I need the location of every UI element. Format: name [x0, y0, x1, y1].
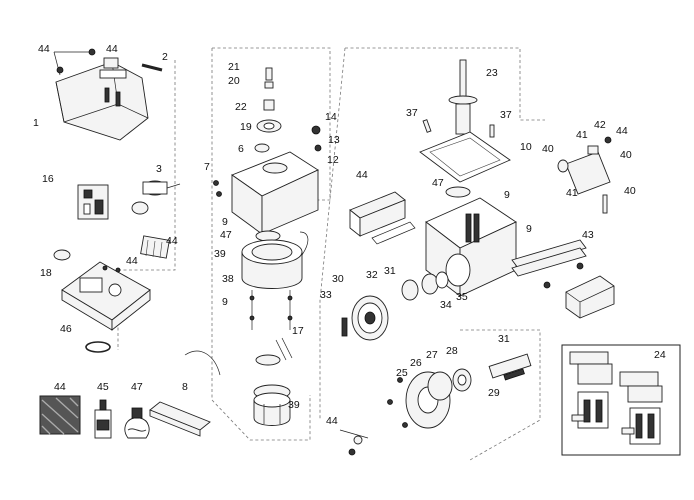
callout-39: 40	[620, 149, 632, 161]
seal-strip-icon	[141, 63, 163, 72]
callout-14: 14	[325, 111, 337, 123]
callout-9: 10	[520, 141, 532, 153]
callout-22: 22	[235, 101, 247, 113]
callout-39: 40	[624, 185, 636, 197]
callout-46: 46	[60, 323, 72, 335]
callout-43: 44	[356, 169, 368, 181]
capacitor-icon	[131, 180, 181, 215]
assembly-outlines	[117, 47, 545, 461]
callout-30: 31	[498, 333, 510, 345]
callout-21: 21	[228, 61, 240, 73]
callout-41: 42	[594, 119, 606, 131]
circuit-board-icon	[77, 184, 109, 220]
callout-39: 40	[542, 143, 554, 155]
callout-43: 44	[38, 43, 50, 55]
callout-36: 37	[500, 109, 512, 121]
callout-16: 16	[42, 173, 54, 185]
callout-47: 47	[220, 229, 232, 241]
callout-45: 45	[97, 381, 109, 393]
callout-26: 26	[410, 357, 422, 369]
callout-34: 33	[320, 289, 332, 301]
bearing-ring-icon	[401, 271, 449, 301]
motor-shaft-stack-icon	[254, 67, 282, 153]
worm-gear-wheel-icon	[351, 295, 389, 341]
callout-30: 31	[384, 265, 396, 277]
callout-29: 29	[488, 387, 500, 399]
callout-38: 39	[288, 399, 300, 411]
screw-icon	[339, 429, 369, 456]
callout-37: 38	[222, 273, 234, 285]
gearbox-housing-icon	[425, 197, 517, 297]
screw-icon	[53, 48, 119, 76]
callout-43: 44	[616, 125, 628, 137]
bearing-ring-icon	[445, 186, 471, 198]
washer-icon	[255, 354, 281, 366]
accessory-kit-box	[561, 344, 681, 456]
callout-43: 44	[106, 43, 118, 55]
gasket-plate-icon	[419, 131, 511, 183]
callout-43: 44	[166, 235, 178, 247]
callout-labels: 44 44 2 1 16 3 44 44 18 46 44 45 47 8 21…	[33, 43, 666, 427]
pin-icon	[422, 119, 495, 138]
callout-10: 9	[504, 189, 510, 201]
callout-6: 6	[238, 143, 244, 155]
end-cap-icon	[565, 275, 615, 319]
callout-36: 37	[406, 107, 418, 119]
callout-18: 17	[292, 325, 304, 337]
callout-38: 39	[214, 248, 226, 260]
callout-27: 27	[426, 349, 438, 361]
motor-stator-icon	[241, 231, 309, 289]
plug-cap-icon	[53, 249, 71, 261]
lubricant-bottle-icon	[39, 395, 150, 439]
callout-8: 7	[204, 161, 210, 173]
base-plate-icon	[61, 261, 151, 331]
key-icon	[341, 317, 348, 337]
motor-cover-icon	[55, 61, 149, 141]
brush-holder-icon	[275, 337, 293, 361]
screw-icon	[249, 290, 293, 330]
o-ring-icon	[85, 341, 111, 353]
mounting-rail-icon	[511, 239, 587, 289]
callout-35: 35	[456, 291, 468, 303]
callout-32: 34	[440, 299, 452, 311]
worm-shaft-icon	[448, 59, 478, 135]
callout-12: 12	[327, 154, 339, 166]
bearing-ring-icon	[427, 368, 472, 401]
mounting-frame-icon	[349, 191, 416, 245]
callout-10: 9	[526, 223, 532, 235]
callout-31: 30	[332, 273, 344, 285]
callout-43: 44	[126, 255, 138, 267]
release-lever-icon	[557, 136, 612, 214]
callout-43: 44	[326, 415, 338, 427]
rotor-icon	[253, 384, 291, 426]
callout-42: 43	[582, 229, 594, 241]
callout-1: 1	[33, 117, 39, 129]
callout-2: 2	[162, 51, 168, 63]
callout-10: 9	[222, 296, 228, 308]
callout-20: 20	[228, 75, 240, 87]
callout-47: 47	[432, 177, 444, 189]
callout-40: 41	[566, 187, 578, 199]
cable-rail-icon	[149, 350, 221, 437]
gearbox-housing-icon	[231, 125, 322, 235]
callout-40: 41	[576, 129, 588, 141]
bearing-ring-icon	[255, 230, 281, 242]
terminal-block-icon	[140, 235, 170, 259]
callout-44: 47	[131, 381, 143, 393]
callout-33: 32	[366, 269, 378, 281]
screw-icon	[213, 180, 222, 197]
output-shaft-icon	[488, 353, 532, 381]
callout-17: 18	[40, 267, 52, 279]
callout-19: 19	[240, 121, 252, 133]
callout-23: 23	[486, 67, 498, 79]
callout-25: 25	[396, 367, 408, 379]
callout-24: 24	[654, 349, 666, 361]
callout-3: 3	[156, 163, 162, 175]
callout-10: 9	[222, 216, 228, 228]
callout-13: 13	[328, 134, 340, 146]
callout-7: 8	[182, 381, 188, 393]
callout-43: 44	[54, 381, 66, 393]
callout-28: 28	[446, 345, 458, 357]
